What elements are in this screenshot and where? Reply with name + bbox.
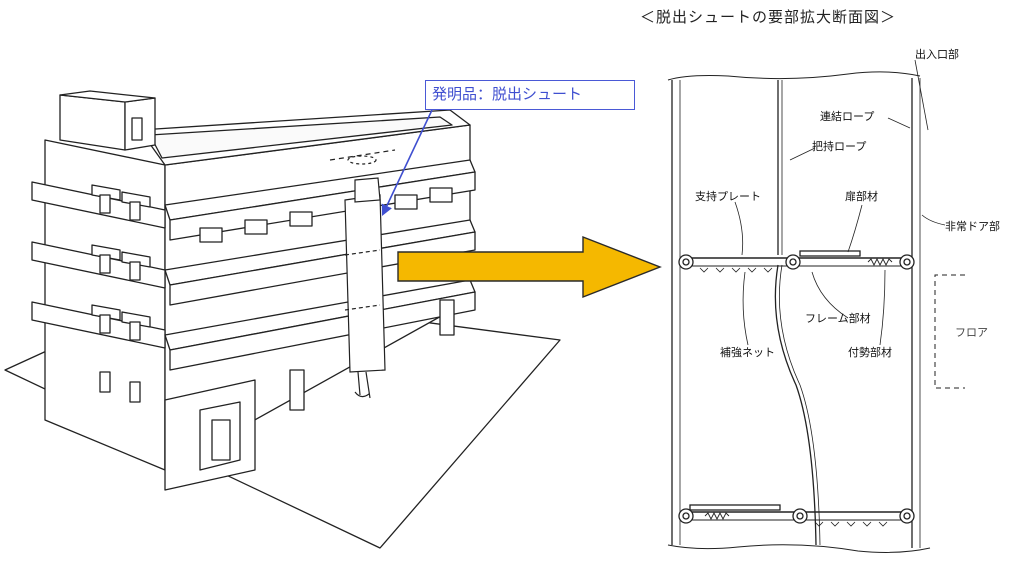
label-frame-member: フレーム部材: [805, 312, 871, 325]
callout-arrow: [381, 109, 433, 217]
label-connecting-rope: 連結ロープ: [820, 110, 875, 123]
section-view: [667, 59, 965, 553]
chute-on-building: [329, 149, 396, 399]
label-door-member: 扉部材: [845, 190, 878, 203]
product-callout: 発明品：脱出シュート: [425, 80, 635, 110]
label-holding-rope: 把持ロープ: [812, 140, 867, 153]
label-reinforcing-net: 補強ネット: [720, 346, 775, 359]
label-support-plate: 支持プレート: [695, 190, 761, 203]
big-yellow-arrow: [397, 235, 662, 299]
label-entrance: 出入口部: [915, 48, 959, 61]
label-floor: フロア: [955, 326, 988, 339]
label-biasing-member: 付勢部材: [848, 346, 892, 359]
diagram-title: ＜脱出シュートの要部拡大断面図＞: [640, 8, 897, 26]
rooftop-structure: [59, 94, 126, 151]
label-emergency-door: 非常ドア部: [945, 220, 1000, 233]
building-illustration: [4, 90, 561, 549]
